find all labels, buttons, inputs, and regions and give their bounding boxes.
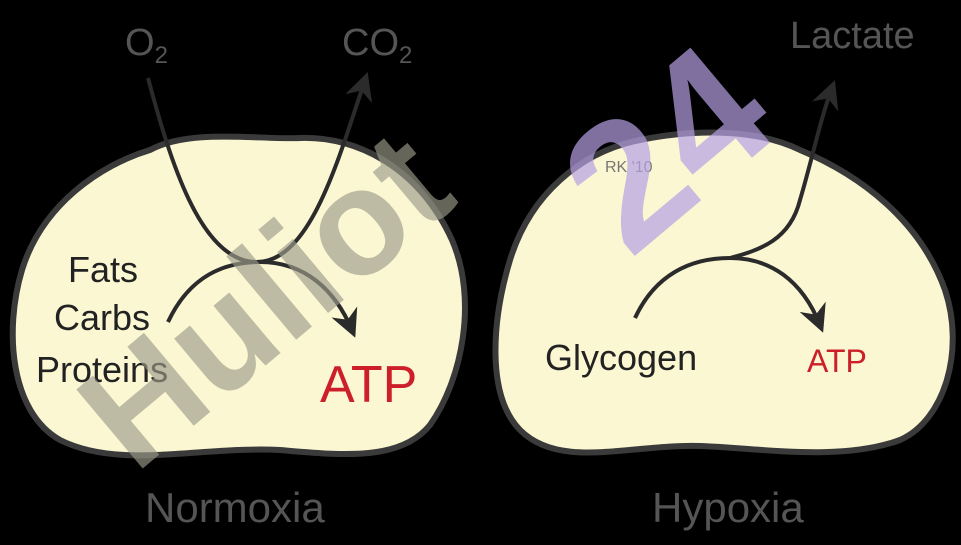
carbs-label: Carbs xyxy=(54,297,150,338)
fats-label: Fats xyxy=(68,249,138,290)
glycogen-to-atp-arrow xyxy=(633,255,826,333)
glycogen-label: Glycogen xyxy=(545,337,697,378)
proteins-label: Proteins xyxy=(36,349,168,390)
normoxia-atp-label: ATP xyxy=(320,356,417,414)
o2-label: O2 xyxy=(125,22,168,69)
o2-base: O xyxy=(125,22,155,64)
co2-base: CO xyxy=(342,22,399,64)
glycogen-to-lactate-arrow xyxy=(729,80,839,260)
o2-subscript: 2 xyxy=(155,42,168,69)
co2-label: CO2 xyxy=(342,22,412,69)
lactate-label: Lactate xyxy=(790,15,915,57)
normoxia-caption: Normoxia xyxy=(145,484,325,531)
fuel-to-atp-arrow xyxy=(166,259,358,338)
signature-label: RK '10 xyxy=(605,159,653,176)
hypoxia-caption: Hypoxia xyxy=(652,484,804,531)
normoxia-cell xyxy=(9,133,468,459)
co2-subscript: 2 xyxy=(399,42,412,69)
hypoxia-atp-label: ATP xyxy=(807,343,867,379)
hypoxia-cell xyxy=(492,129,956,456)
